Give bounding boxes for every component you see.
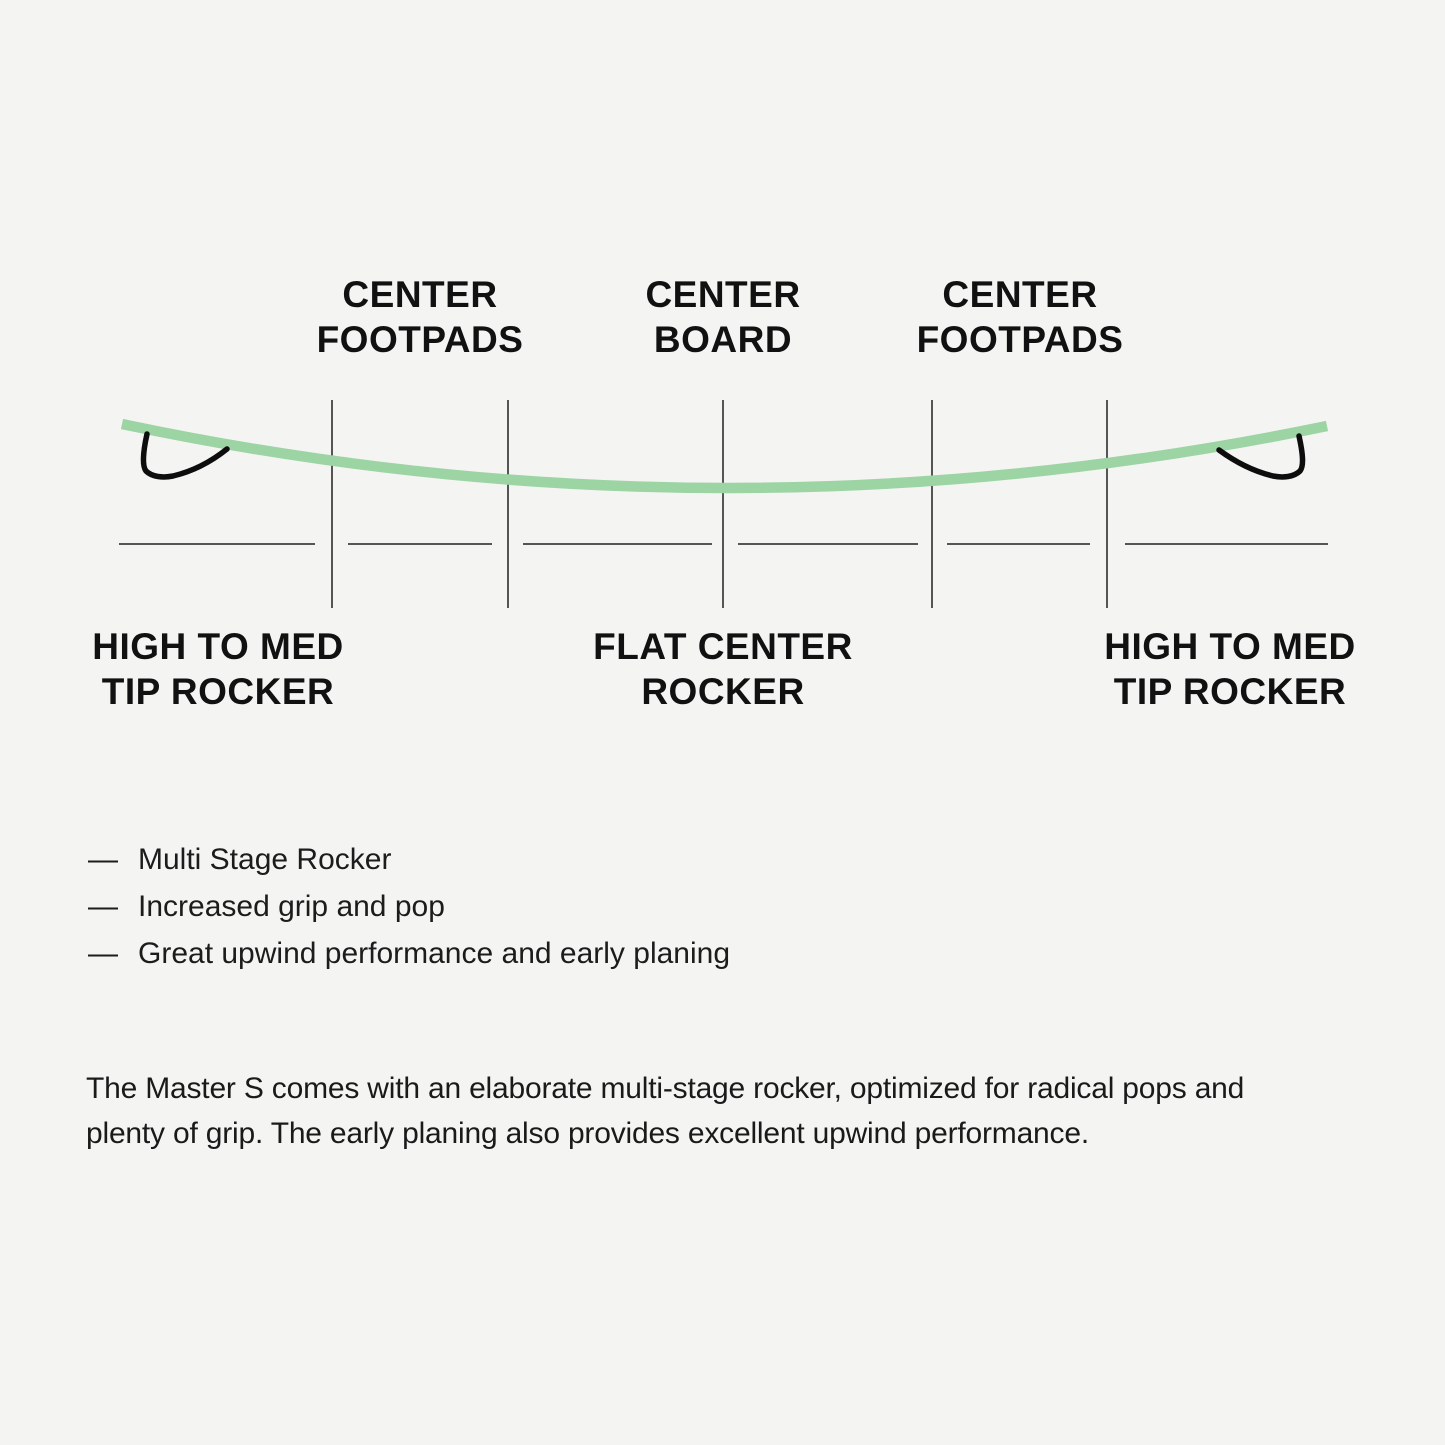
bottom-label-tip-rocker-right: HIGH TO MED TIP ROCKER bbox=[1104, 624, 1356, 714]
description-text: The Master S comes with an elaborate mul… bbox=[86, 1066, 1244, 1156]
top-label-center-footpads-left: CENTER FOOTPADS bbox=[317, 272, 524, 362]
feature-text: Great upwind performance and early plani… bbox=[138, 937, 731, 970]
top-label-line: FOOTPADS bbox=[316, 319, 524, 360]
feature-item: — Multi Stage Rocker bbox=[88, 845, 730, 875]
right-tip-fin bbox=[1216, 433, 1306, 480]
bottom-label-flat-center-rocker: FLAT CENTER ROCKER bbox=[593, 624, 853, 714]
feature-item: — Great upwind performance and early pla… bbox=[88, 939, 730, 969]
top-label-center-footpads-right: CENTER FOOTPADS bbox=[917, 272, 1124, 362]
top-label-line: CENTER bbox=[342, 274, 498, 315]
feature-text: Increased grip and pop bbox=[138, 890, 445, 923]
bullet-dash: — bbox=[88, 890, 118, 923]
bottom-label-line: TIP ROCKER bbox=[101, 671, 335, 712]
rocker-profile-drawing bbox=[119, 400, 1329, 608]
top-label-line: CENTER bbox=[942, 274, 1098, 315]
feature-list: — Multi Stage Rocker — Increased grip an… bbox=[88, 845, 730, 986]
top-label-line: BOARD bbox=[653, 319, 793, 360]
bottom-label-line: HIGH TO MED bbox=[92, 626, 344, 667]
bullet-dash: — bbox=[88, 843, 118, 876]
board-rocker-curve bbox=[120, 418, 1329, 494]
left-tip-fin bbox=[140, 431, 230, 480]
description-line: plenty of grip. The early planing also p… bbox=[86, 1117, 1089, 1150]
bullet-dash: — bbox=[88, 937, 118, 970]
bottom-label-line: TIP ROCKER bbox=[1113, 671, 1347, 712]
feature-text: Multi Stage Rocker bbox=[138, 843, 392, 876]
bottom-label-line: ROCKER bbox=[641, 671, 805, 712]
bottom-label-line: FLAT CENTER bbox=[593, 626, 853, 667]
description-line: The Master S comes with an elaborate mul… bbox=[86, 1072, 1245, 1105]
feature-item: — Increased grip and pop bbox=[88, 892, 730, 922]
top-label-line: FOOTPADS bbox=[916, 319, 1124, 360]
bottom-label-line: HIGH TO MED bbox=[1104, 626, 1356, 667]
bottom-label-tip-rocker-left: HIGH TO MED TIP ROCKER bbox=[92, 624, 344, 714]
top-label-line: CENTER bbox=[645, 274, 801, 315]
top-label-center-board: CENTER BOARD bbox=[645, 272, 800, 362]
